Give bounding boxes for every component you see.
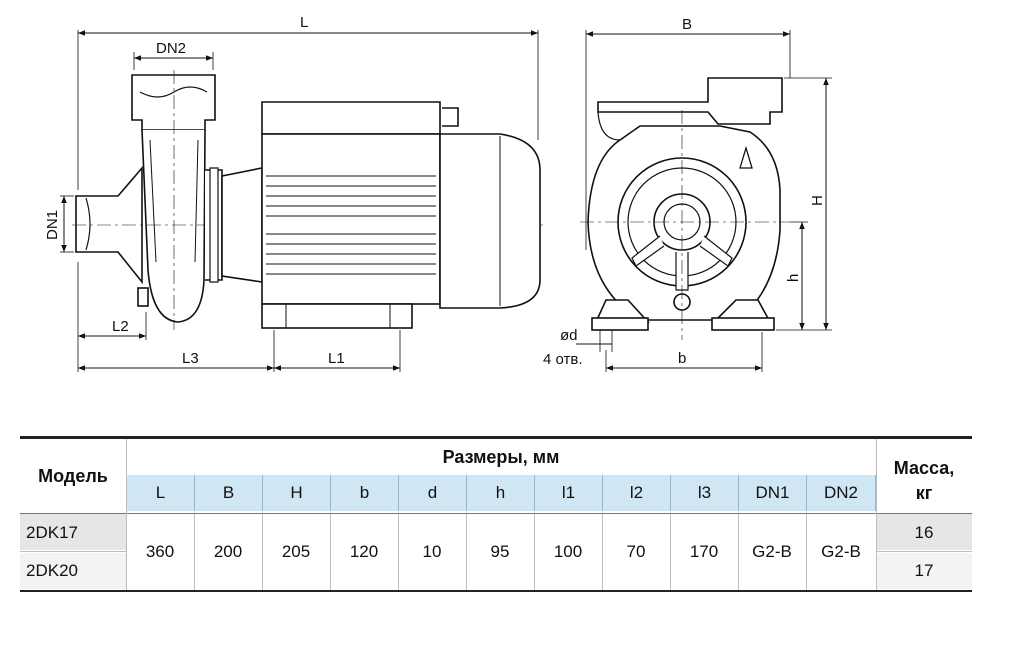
col-header-DN1: DN1: [738, 475, 806, 511]
front-view: [576, 30, 832, 372]
value-DN1: G2-B: [752, 542, 792, 561]
row-divider-mass: [876, 551, 972, 552]
table-bottom-rule: [20, 590, 972, 592]
col-divider-model: [126, 439, 127, 590]
row-shade-1: [20, 514, 126, 550]
col-header-h: h: [466, 475, 534, 511]
dim-label-DN1: DN1: [44, 210, 61, 240]
col-divider-7: [602, 514, 603, 590]
mass-shade-1: [876, 514, 972, 550]
col-header-l2: l2: [602, 475, 670, 511]
table-top-rule: [20, 436, 972, 439]
dim-label-L1: L1: [328, 350, 345, 367]
col-header-H: H: [262, 475, 330, 511]
value-l3: 170: [689, 542, 719, 561]
col-header-b: b: [330, 475, 398, 511]
col-divider-1: [194, 514, 195, 590]
col-divider-9: [738, 514, 739, 590]
header-divider: [20, 513, 972, 514]
col-divider-2: [262, 514, 263, 590]
row-divider-model: [20, 551, 126, 552]
dim-label-DN2: DN2: [156, 40, 186, 57]
col-divider-6: [534, 514, 535, 590]
col-divider-8: [670, 514, 671, 590]
value-B: 200: [213, 542, 243, 561]
col-header-l3: l3: [670, 475, 738, 511]
value-H: 205: [281, 542, 311, 561]
col-divider-mass: [876, 439, 877, 590]
dim-label-d: ød: [560, 327, 578, 344]
col-header-DN2: DN2: [806, 475, 876, 511]
mass-header-line1: Масса,: [893, 458, 955, 478]
mass-shade-2: [876, 553, 972, 589]
value-l2: 70: [626, 542, 646, 561]
value-L: 360: [145, 542, 175, 561]
col-divider-5: [466, 514, 467, 590]
pump-dimension-drawing: L DN2 DN1 L2 L3 L1: [44, 14, 832, 372]
model-header: Модель: [38, 466, 108, 486]
col-divider-3: [330, 514, 331, 590]
model-name-1: 2DK17: [26, 522, 78, 542]
mass-value-2: 17: [914, 560, 934, 580]
col-header-d: d: [398, 475, 466, 511]
side-view: [60, 30, 544, 372]
value-l1: 100: [553, 542, 583, 561]
dim-label-h: h: [785, 274, 802, 282]
dim-label-L2: L2: [112, 318, 129, 335]
dim-label-L3: L3: [182, 350, 199, 367]
value-d: 10: [422, 542, 442, 561]
value-h: 95: [490, 542, 510, 561]
mass-header-line2: кг: [915, 483, 933, 503]
dim-label-H: H: [809, 195, 826, 206]
col-header-B: B: [194, 475, 262, 511]
value-DN2: G2-B: [821, 542, 861, 561]
model-name-2: 2DK20: [26, 560, 78, 580]
mass-value-1: 16: [914, 522, 934, 542]
dim-label-b: b: [678, 350, 686, 367]
col-header-l1: l1: [534, 475, 602, 511]
col-divider-10: [806, 514, 807, 590]
dim-label-L: L: [300, 14, 308, 31]
dimensions-table: Модель Размеры, мм Масса, кг L B H b d h…: [20, 436, 972, 592]
col-header-L: L: [126, 475, 194, 511]
dim-label-B: B: [682, 16, 692, 33]
value-b: 120: [349, 542, 379, 561]
dim-label-holes: 4 отв.: [543, 351, 583, 368]
col-divider-4: [398, 514, 399, 590]
dimensions-header: Размеры, мм: [442, 446, 560, 467]
row-shade-2: [20, 553, 126, 589]
